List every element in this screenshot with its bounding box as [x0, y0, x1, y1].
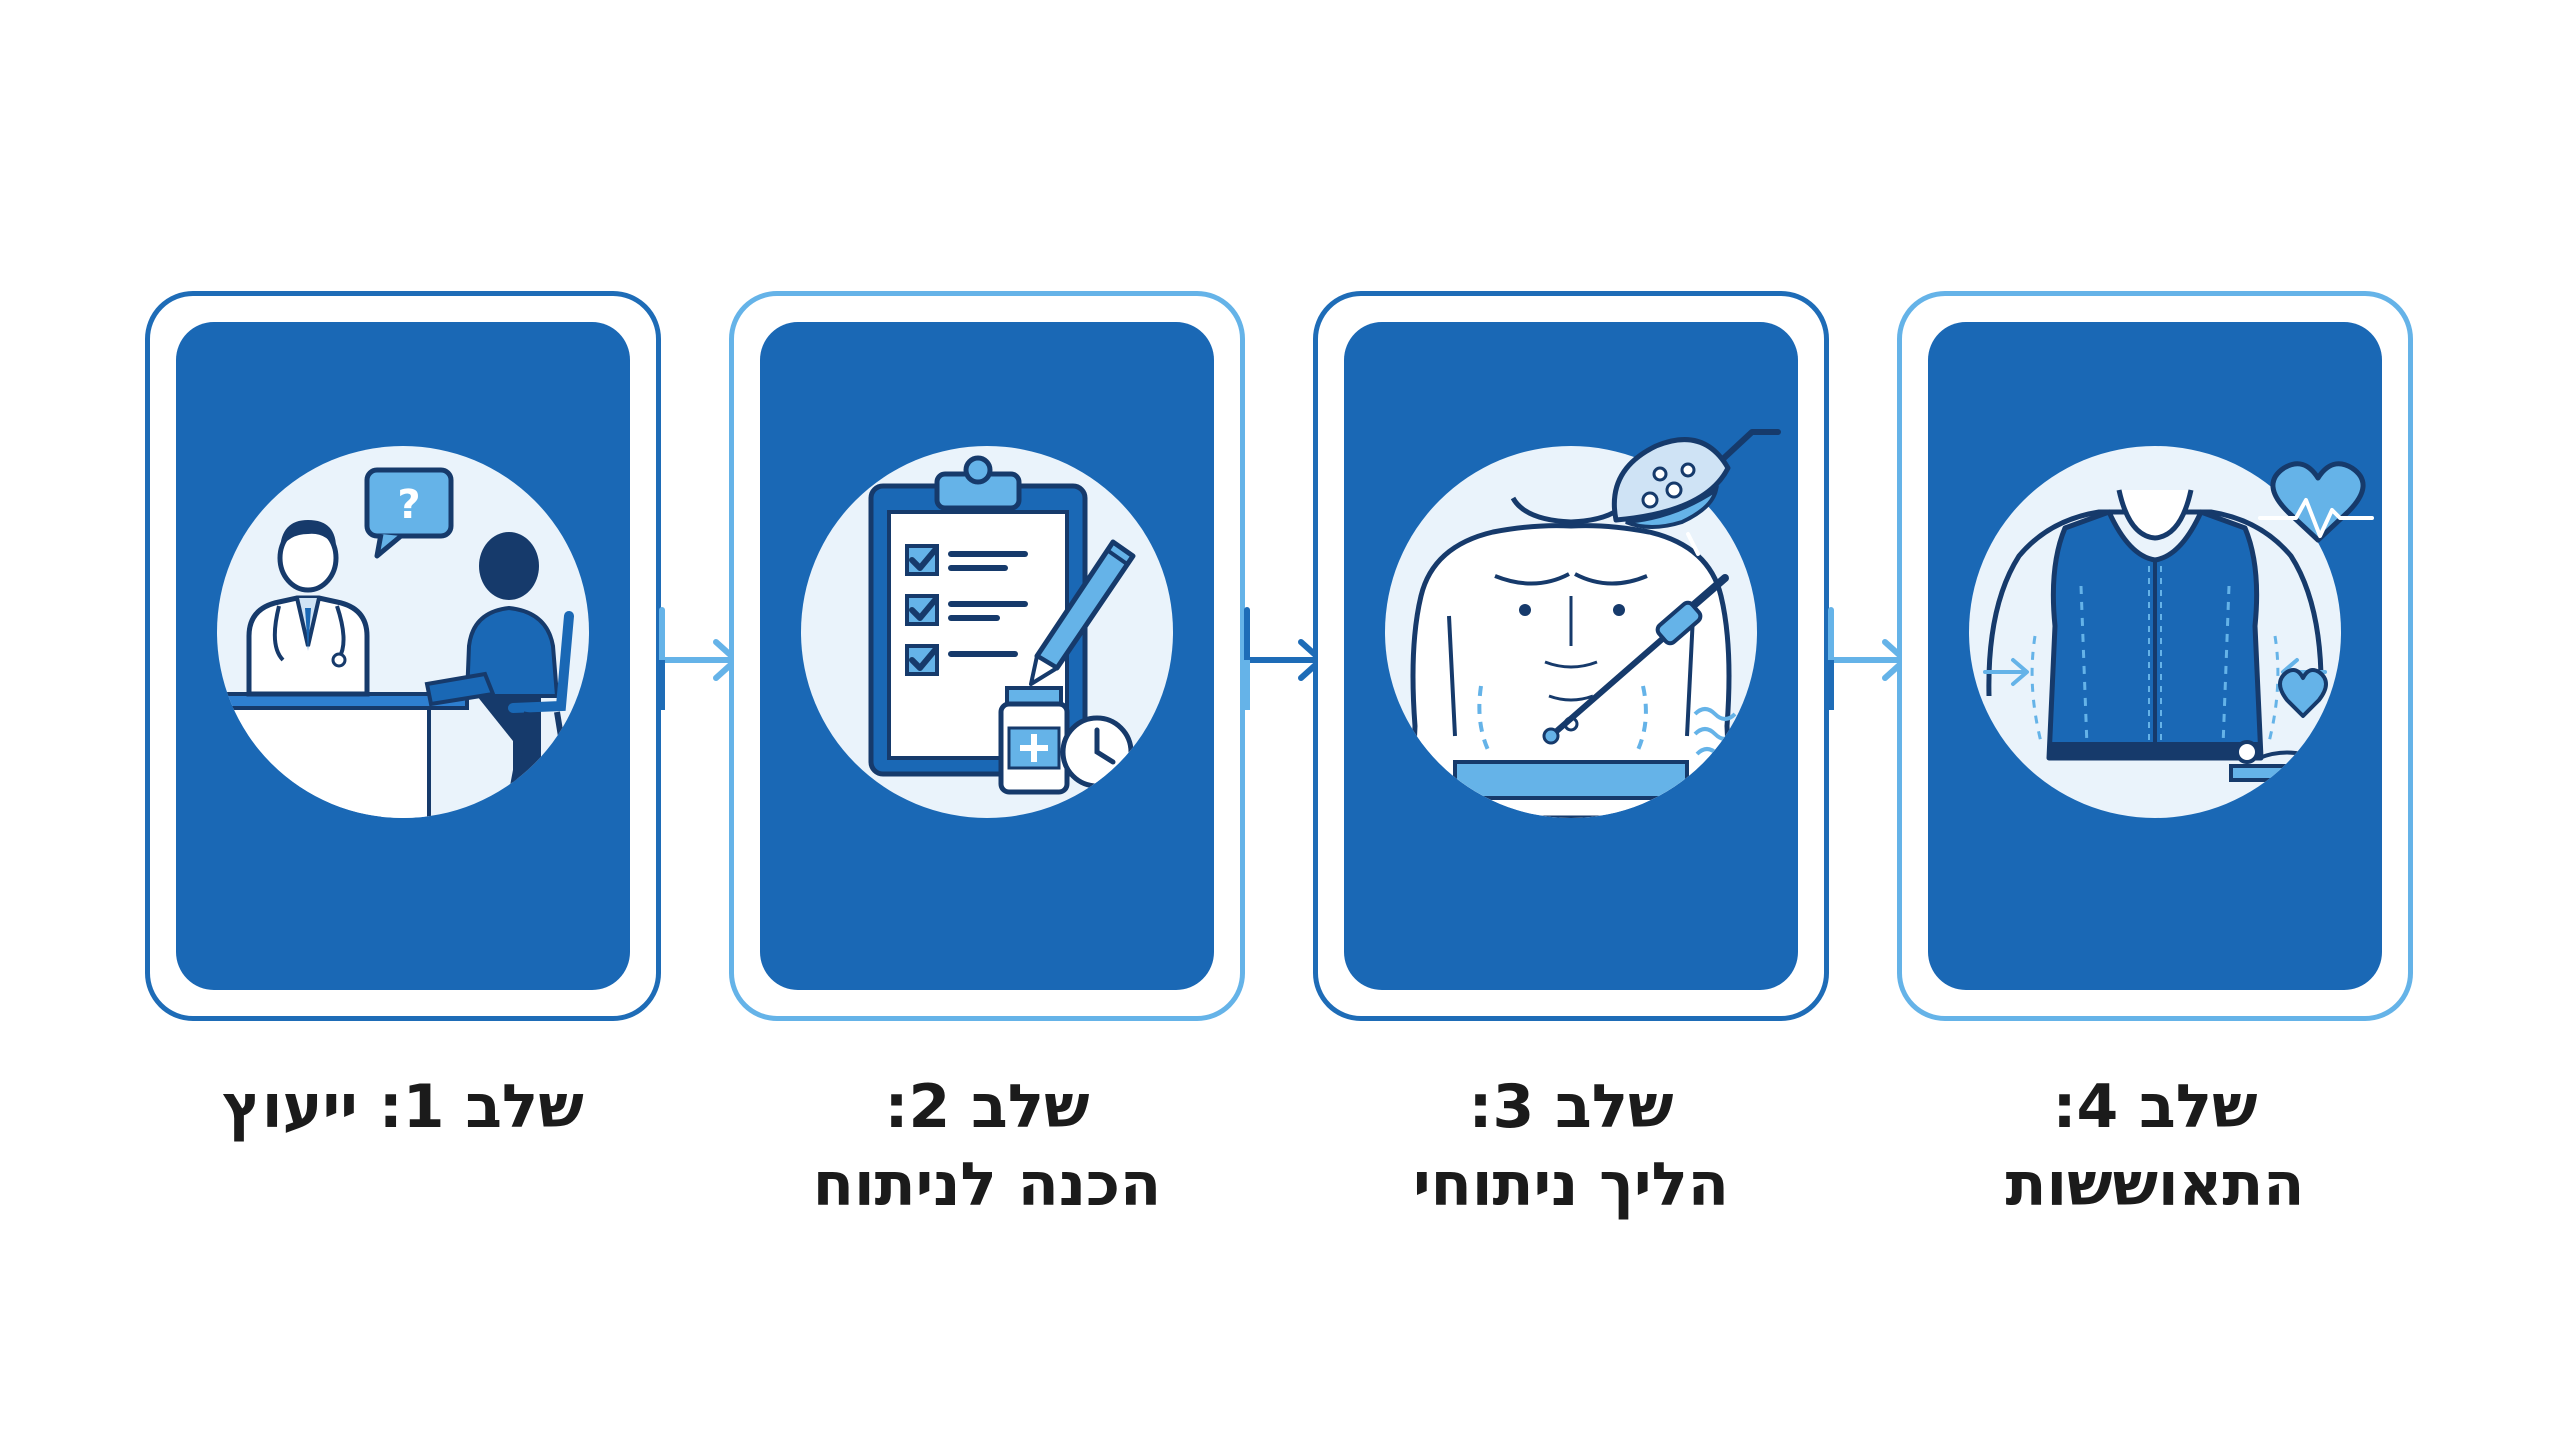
surgery-procedure-icon: [1385, 446, 1757, 818]
recovery-garment-icon: [1969, 446, 2341, 818]
step-1-card-panel: ?: [176, 322, 630, 990]
step-1-label: שלב 1: ייעוץ: [143, 1068, 663, 1146]
step-2-label-line1: שלב 2:: [884, 1072, 1090, 1142]
clipboard-checklist-icon: [801, 446, 1173, 818]
step-2-card-panel: [760, 322, 1214, 990]
step-4-label: שלב 4: התאוששות: [1895, 1068, 2415, 1224]
step-4-card: [1897, 291, 2413, 1021]
step-3-card-panel: [1344, 322, 1798, 990]
step-4-label-line1: שלב 4:: [2052, 1072, 2258, 1142]
step-4-card-panel: [1928, 322, 2382, 990]
step-2-label: שלב 2: הכנה לניתוח: [727, 1068, 1247, 1224]
step-3-label-line2: הליך ניתוחי: [1412, 1150, 1730, 1220]
doctor-consultation-icon: ?: [217, 446, 589, 818]
step-3-label: שלב 3: הליך ניתוחי: [1311, 1068, 1831, 1224]
svg-text:?: ?: [397, 482, 420, 528]
step-1-label-line1: שלב 1: ייעוץ: [222, 1072, 584, 1142]
step-3-label-line1: שלב 3:: [1468, 1072, 1674, 1142]
step-1-card: ?: [145, 291, 661, 1021]
step-2-card: [729, 291, 1245, 1021]
step-4-label-line2: התאוששות: [2005, 1150, 2305, 1220]
step-2-label-line2: הכנה לניתוח: [812, 1150, 1162, 1220]
step-3-card: [1313, 291, 1829, 1021]
